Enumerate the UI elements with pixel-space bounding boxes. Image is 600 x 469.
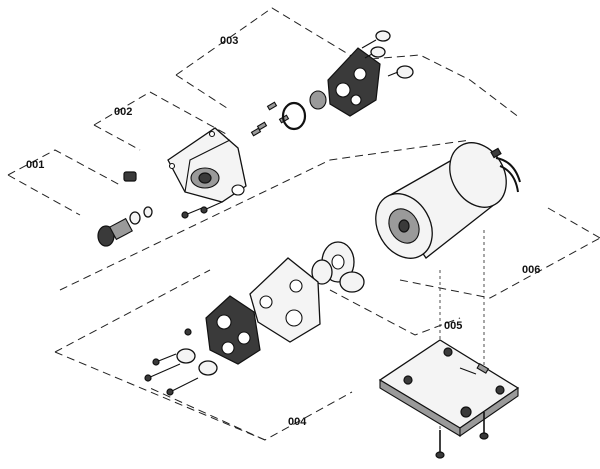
callout-005: 005: [444, 320, 462, 332]
part-005-base-plate: [378, 339, 520, 459]
callout-labels: 003 002 001 006 005 004: [26, 35, 540, 428]
part-001-fitting: [97, 171, 153, 247]
part-002-pump-head: [167, 101, 290, 219]
callout-002: 002: [114, 106, 132, 118]
callout-003: 003: [220, 35, 238, 47]
callout-brackets: [7, 7, 600, 441]
part-006-motor: [375, 142, 521, 259]
part-004-drive-assembly: [144, 241, 365, 396]
part-003-valve-assembly: [281, 30, 414, 131]
callout-006: 006: [522, 264, 540, 276]
callout-004: 004: [288, 416, 307, 428]
callout-001: 001: [26, 159, 44, 171]
